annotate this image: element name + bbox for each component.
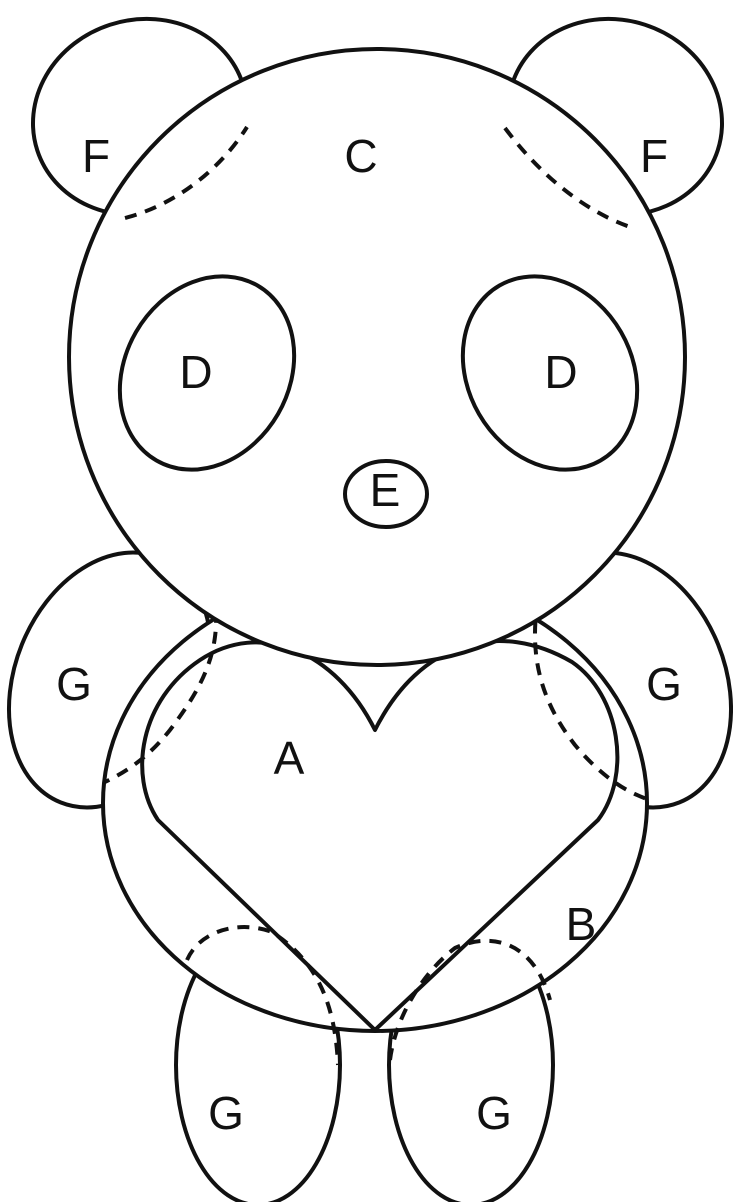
label-ear-left: F <box>82 130 110 182</box>
label-arm-right: G <box>646 658 682 710</box>
label-arm-left: G <box>56 658 92 710</box>
label-leg-right: G <box>476 1087 512 1139</box>
label-nose: E <box>370 464 401 516</box>
label-body: B <box>566 898 597 950</box>
label-head: C <box>344 130 377 182</box>
label-ear-right: F <box>640 130 668 182</box>
label-eye-right: D <box>544 346 577 398</box>
label-eye-left: D <box>179 346 212 398</box>
label-leg-left: G <box>208 1087 244 1139</box>
label-heart: A <box>274 732 305 784</box>
